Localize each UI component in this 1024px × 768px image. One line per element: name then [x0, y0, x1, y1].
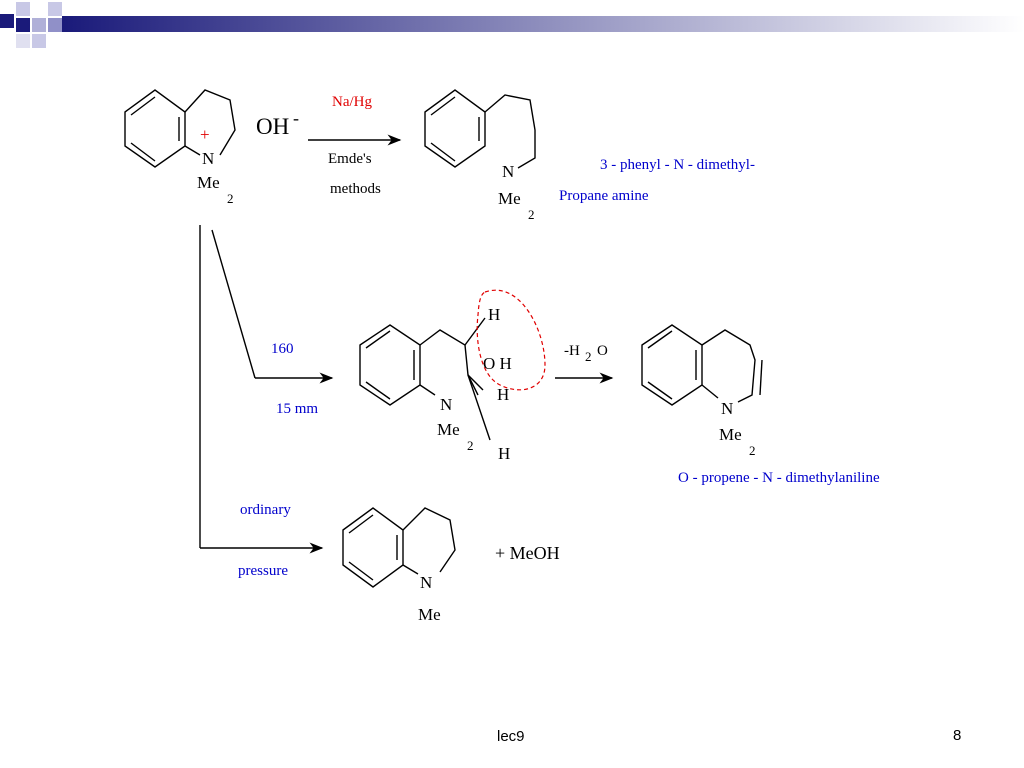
- elimination-subscript: 2: [585, 349, 592, 364]
- product1-name-line2: Propane amine: [559, 188, 649, 204]
- intermediate-h-mid: H: [497, 385, 510, 404]
- methanol-byproduct: + MeOH: [495, 543, 560, 563]
- header-gradient-bar: [62, 16, 1024, 32]
- header-square: [0, 14, 14, 28]
- header-square: [32, 34, 46, 48]
- alkene-product-structure: [641, 324, 763, 406]
- emde-reagent-label: Na/Hg: [332, 94, 372, 110]
- intermediate-substituent-subscript: 2: [467, 438, 474, 453]
- intermediate-h-top: H: [488, 305, 501, 324]
- intermediate-h-bottom: H: [498, 444, 511, 463]
- intermediate-nitrogen-label: N: [440, 395, 453, 414]
- reactant-substituent-subscript: 2: [227, 191, 234, 206]
- product1-structure: [424, 89, 536, 169]
- intermediate-substituent-label: Me: [437, 420, 460, 439]
- reactant-nitrogen-label: N: [202, 149, 215, 168]
- reactant-substituent-label: Me: [197, 173, 220, 192]
- reactant-charge: +: [200, 125, 210, 144]
- page-number: 8: [953, 727, 962, 744]
- ordinary-condition-line2: pressure: [238, 563, 288, 579]
- heat-temperature-label: 160: [271, 341, 294, 357]
- emde-method-line1: Emde's: [328, 151, 372, 167]
- header-square: [16, 34, 30, 48]
- intermediate-oh: O H: [483, 354, 512, 373]
- header-decoration: [0, 2, 1024, 48]
- alkene-nitrogen-label: N: [721, 399, 734, 418]
- elimination-suffix: O: [597, 343, 608, 359]
- alkene-product-name: O - propene - N - dimethylaniline: [678, 470, 880, 486]
- product1-nitrogen-label: N: [502, 162, 515, 181]
- footer-center-text: lec9: [497, 728, 525, 745]
- header-square: [16, 18, 30, 32]
- header-square: [16, 2, 30, 16]
- heat-pressure-label: 15 mm: [276, 401, 319, 417]
- elimination-prefix: -H: [564, 343, 580, 359]
- intermediate-structure: [359, 317, 491, 441]
- alkene-substituent-label: Me: [719, 425, 742, 444]
- reactant-structure: [124, 89, 236, 168]
- alkene-substituent-subscript: 2: [749, 443, 756, 458]
- thq-substituent-label: Me: [418, 605, 441, 624]
- emde-method-line2: methods: [330, 181, 381, 197]
- elimination-highlight: [476, 289, 546, 391]
- branch-line-heat: [211, 229, 256, 379]
- n-methyl-thq-structure: [342, 507, 456, 588]
- hydroxide-label: OH: [256, 114, 290, 139]
- thq-nitrogen-label: N: [420, 573, 433, 592]
- product1-substituent-label: Me: [498, 189, 521, 208]
- header-square: [48, 18, 62, 32]
- product1-name-line1: 3 - phenyl - N - dimethyl-: [600, 157, 755, 173]
- product1-substituent-subscript: 2: [528, 207, 535, 222]
- header-square: [48, 2, 62, 16]
- header-square: [32, 18, 46, 32]
- ordinary-condition-line1: ordinary: [240, 502, 291, 518]
- hydroxide-charge: -: [293, 108, 299, 128]
